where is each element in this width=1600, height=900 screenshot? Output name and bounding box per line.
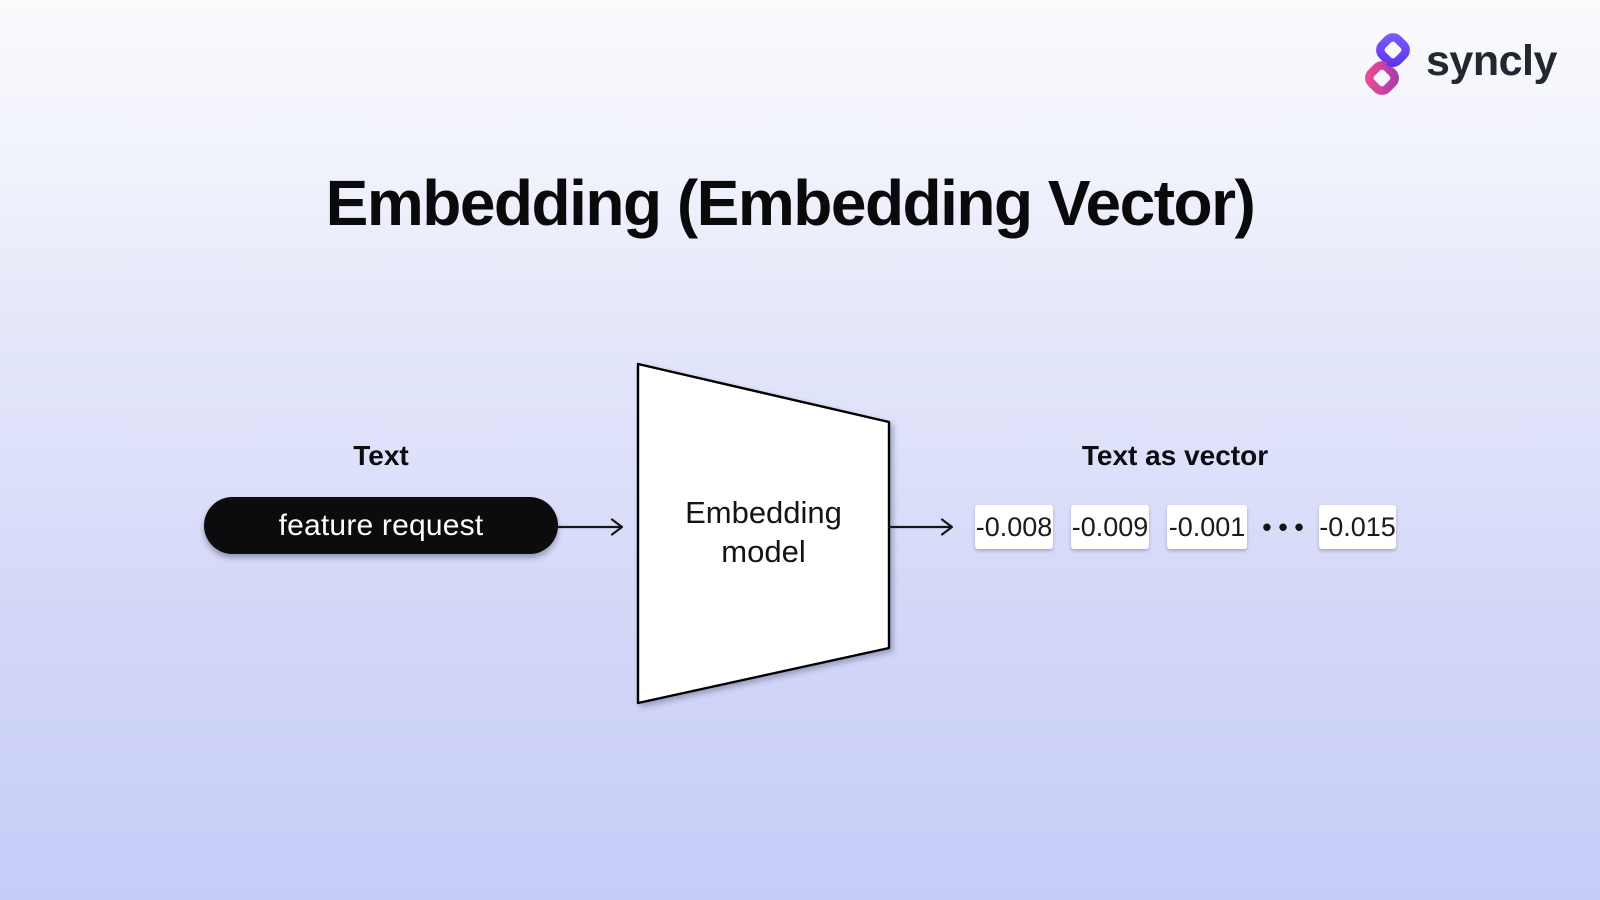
syncly-logo: syncly (1362, 30, 1557, 98)
input-text-label: Text (353, 440, 409, 471)
arrow-model-to-output (888, 516, 956, 538)
vector-cell: -0.008 (975, 505, 1053, 549)
syncly-wordmark: syncly (1426, 37, 1557, 85)
vector-cell: -0.001 (1167, 505, 1247, 549)
arrow-input-to-model (556, 516, 626, 538)
vector-cell: -0.015 (1319, 505, 1396, 549)
chain-link-icon (1365, 33, 1410, 95)
input-text-value: feature request (278, 508, 484, 542)
arrow-right-icon (888, 518, 954, 536)
vector-cell: -0.009 (1071, 505, 1149, 549)
embedding-model-shape (636, 362, 891, 705)
vector-ellipsis: ••• (1262, 511, 1311, 542)
output-vector-label: Text as vector (1081, 440, 1269, 471)
vector-row: -0.008 -0.009 -0.001 ••• -0.015 (975, 505, 1396, 549)
page-title: Embedding (Embedding Vector) (325, 167, 1256, 239)
embedding-model-line1: Embedding (685, 495, 842, 530)
input-text-pill: feature request (204, 497, 558, 554)
arrow-right-icon (556, 518, 624, 536)
embedding-model-label: Embedding model (638, 493, 889, 571)
embedding-model-line2: model (721, 534, 806, 569)
